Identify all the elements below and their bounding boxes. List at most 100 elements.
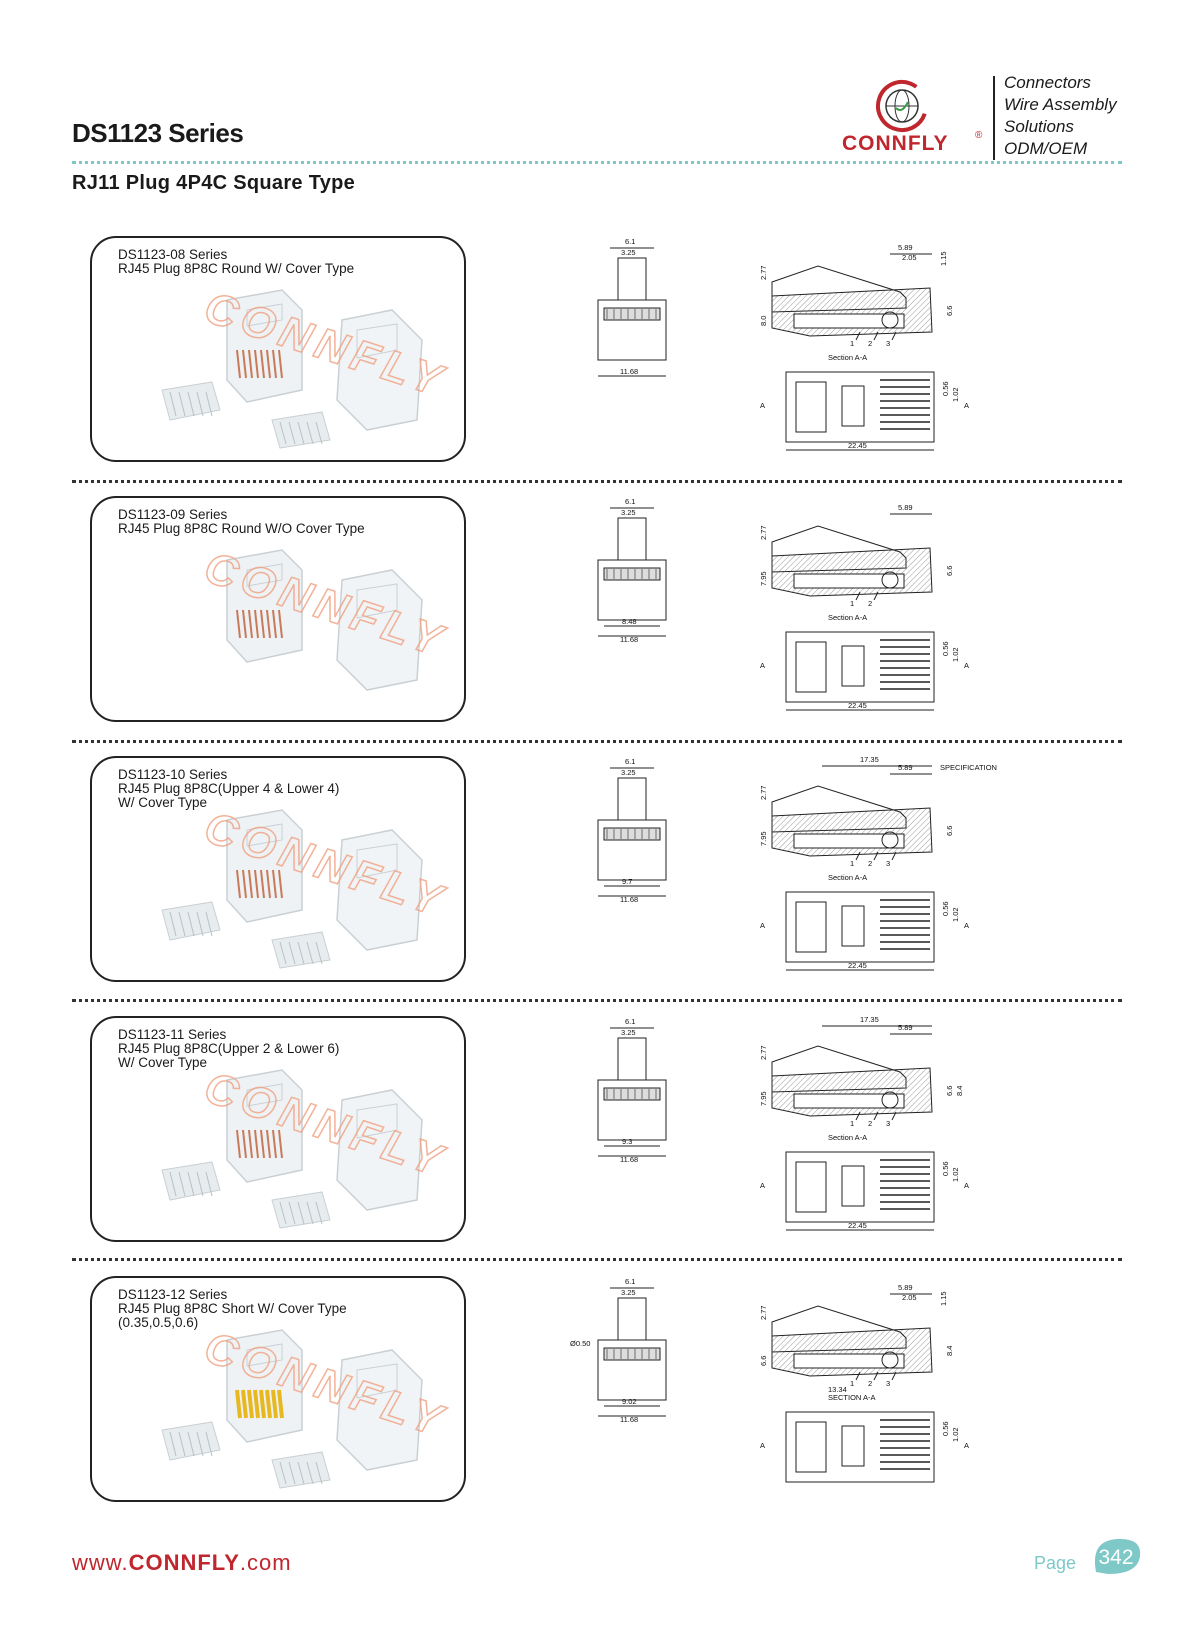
cover-part [161,381,221,421]
leader-line [873,851,879,861]
contact-pin [248,349,253,379]
bottom-window [841,905,865,947]
brand-logo: CONNFLY ® [842,80,983,155]
leader-line [873,1371,879,1381]
dimension-label: 2 [868,1119,872,1128]
section-divider [72,999,1122,1002]
contact-pin [236,349,241,379]
header-divider [72,161,1122,164]
contact-pin [236,869,241,899]
dimension-label: 2.05 [902,253,917,262]
contact-pin [278,1129,283,1159]
dimension-label: 0.56 [941,381,950,396]
contact-pin [248,609,253,639]
cover-rib [279,1201,287,1225]
side-contact [881,311,899,329]
plug-latch [356,583,398,619]
cover-rib [306,1461,314,1485]
dimension-label: A [964,1441,969,1450]
cover-rib [279,941,287,965]
dimension-label: 2 [868,339,872,348]
technical-drawing: 6.13.259.711.685.8917.35SPECIFICATION2.7… [597,756,997,971]
contact-pin [272,349,277,379]
contact-pin [248,1129,253,1159]
dimension-label: 2.77 [759,1045,768,1060]
dimension-label: 11.68 [620,1155,638,1164]
contact-pin [253,1389,260,1419]
cover-rib [279,421,287,445]
dimension-label: 1.15 [939,251,948,266]
cover-rib [306,1201,314,1225]
contact-pin [266,1129,271,1159]
product-photo: CONNFLY [161,802,452,969]
cover-part [161,1421,221,1461]
front-latch [617,777,647,821]
dimension-label: 22.45 [848,441,867,450]
cover-rib [315,1201,323,1225]
cover-rib [205,1431,213,1457]
contact-pin [236,609,241,639]
plug-latch [356,1363,398,1399]
contact-pin [242,869,247,899]
front-body [597,1339,667,1401]
dimension-label: A [964,661,969,670]
contact-pin [260,349,265,379]
dimension-label: 3.25 [621,1288,636,1297]
plug-body [336,1089,423,1211]
front-body [597,819,667,881]
cover-rib [196,911,204,937]
dimension-label: 22.45 [848,961,867,970]
side-contact [881,1351,899,1369]
front-body [597,1079,667,1141]
tagline-line: Solutions [1004,117,1074,136]
contact-pin [266,609,271,639]
contact-pin [242,1129,247,1159]
dimension-label: 6.6 [759,1356,768,1366]
dimension-label: 7.95 [759,1091,768,1106]
dimension-label: 3 [886,1119,890,1128]
dimension-label: 6.1 [625,497,635,506]
dimension-label: 2.77 [759,1305,768,1320]
dimension-label: 2.77 [759,265,768,280]
contact-pin [254,869,259,899]
dimension-label: A [760,1181,765,1190]
dimension-label: 17.35 [860,756,879,764]
side-body [771,807,933,857]
side-cavity [793,1093,905,1109]
dimension-label: 0.56 [941,641,950,656]
cover-rib [187,391,195,417]
product-desc-line: RJ45 Plug 8P8C Round W/O Cover Type [118,521,365,536]
dimension-label: 1.02 [951,647,960,662]
front-latch [617,517,647,561]
dimension-label: 8.48 [622,617,637,626]
product-desc-line: (0.35,0.5,0.6) [118,1315,199,1330]
dimension-label: A [760,661,765,670]
plug-latch [246,1083,283,1107]
dimension-label: 6.6 [945,566,954,576]
url-suffix: .com [239,1550,292,1575]
cover-rib [196,1431,204,1457]
dimension-label: 3.25 [621,248,636,257]
dimension-label: Section A-A [828,353,867,362]
dimension-label: Section A-A [828,873,867,882]
front-latch [617,1037,647,1081]
dimension-label: A [964,1181,969,1190]
cover-rib [288,1461,296,1485]
front-contacts [603,307,661,321]
contact-pin [272,869,277,899]
footer-url[interactable]: www.CONNFLY.com [72,1550,292,1576]
cover-rib [205,391,213,417]
page-number: 342 [1098,1546,1133,1569]
front-body [597,559,667,621]
contact-pin [242,609,247,639]
leader-line [855,331,861,341]
dimension-label: 5.89 [898,763,913,772]
product-series: DS1123-11 Series [118,1027,227,1042]
cover-rib [169,911,177,937]
